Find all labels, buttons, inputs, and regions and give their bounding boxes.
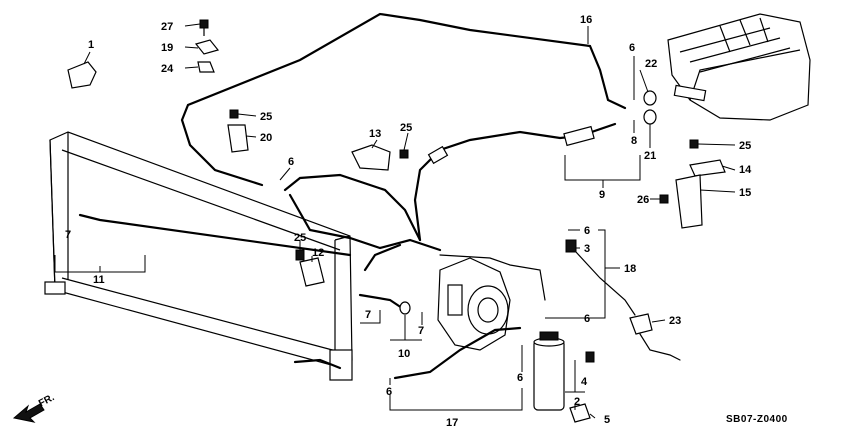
callout-13: 13 [369,128,381,140]
callout-5: 5 [604,414,610,426]
liquid-line [393,326,522,380]
callout-25: 25 [260,111,272,123]
front-direction-arrow: FR. [12,392,57,423]
diagram-code: SB07-Z0400 [726,414,788,425]
leader-lines [54,23,736,419]
callout-11: 11 [93,274,105,286]
engine-block [667,13,811,121]
callout-6: 6 [584,225,590,237]
callout-labels: 1 27 19 24 16 6 22 25 20 13 25 6 8 21 25… [65,14,752,429]
callout-7: 7 [65,229,71,241]
callout-2: 2 [574,396,580,408]
callout-20: 20 [260,132,272,144]
callout-18: 18 [624,263,636,275]
suction-hose [413,122,617,242]
discharge-pipe [180,12,627,187]
callout-24: 24 [161,63,174,75]
callout-17: 17 [446,417,458,429]
callout-25: 25 [400,122,412,134]
compressor [437,257,511,351]
callout-22: 22 [645,58,657,70]
callout-6: 6 [584,313,590,325]
callout-16: 16 [580,14,592,26]
condenser [44,131,353,381]
callout-3: 3 [584,243,590,255]
receiver-dryer [533,331,565,411]
callout-25: 25 [739,140,751,152]
callout-19: 19 [161,42,173,54]
callout-15: 15 [739,187,751,199]
callout-6: 6 [288,156,294,168]
callout-23: 23 [669,315,681,327]
front-label: FR. [37,392,57,409]
callout-6: 6 [386,386,392,398]
callout-14: 14 [739,164,752,176]
callout-10: 10 [398,348,410,360]
callout-7: 7 [365,309,371,321]
callout-12: 12 [312,247,324,259]
callout-26: 26 [637,194,649,206]
callout-9: 9 [599,189,605,201]
callout-6: 6 [629,42,635,54]
callout-4: 4 [581,376,588,388]
callout-21: 21 [644,150,656,162]
small-parts [67,19,726,423]
callout-7: 7 [418,325,424,337]
callout-25: 25 [294,232,306,244]
callout-27: 27 [161,21,173,33]
callout-6: 6 [517,372,523,384]
condenser-hose [78,213,352,257]
callout-1: 1 [88,39,94,51]
callout-8: 8 [631,135,637,147]
